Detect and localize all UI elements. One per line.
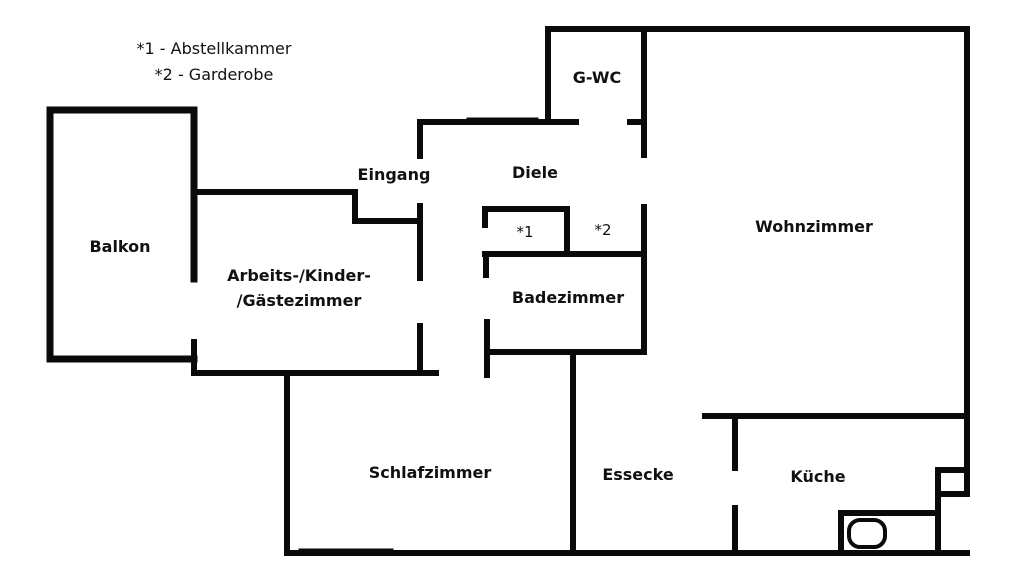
room-label-schlafzimmer: Schlafzimmer [369, 463, 492, 482]
room-label-eingang: Eingang [358, 165, 431, 184]
room-label-gwc: G-WC [573, 68, 621, 87]
schlafzimmer-walls [284, 370, 970, 556]
marker-abstellkammer: *1 [516, 223, 533, 241]
room-label-diele: Diele [512, 163, 558, 182]
balkon-walls [46, 106, 198, 376]
wohnzimmer-walls [702, 26, 970, 497]
room-label-essecke: Essecke [602, 465, 674, 484]
room-label-arbeitszimmer-1: Arbeits-/Kinder- [227, 266, 371, 285]
room-label-kueche: Küche [790, 467, 845, 486]
marker-garderobe: *2 [594, 221, 611, 239]
arbeitszimmer-walls [191, 119, 439, 376]
legend-line-1: *1 - Abstellkammer [137, 39, 292, 58]
room-label-badezimmer: Badezimmer [512, 288, 624, 307]
legend-line-2: *2 - Garderobe [155, 65, 274, 84]
sink-icon [847, 518, 887, 549]
room-label-wohnzimmer: Wohnzimmer [755, 217, 873, 236]
badezimmer-walls [482, 204, 647, 554]
room-label-arbeitszimmer-2: /Gästezimmer [237, 291, 362, 310]
kueche-walls [732, 415, 970, 556]
diele-gwc-walls [417, 26, 970, 159]
room-label-balkon: Balkon [89, 237, 150, 256]
